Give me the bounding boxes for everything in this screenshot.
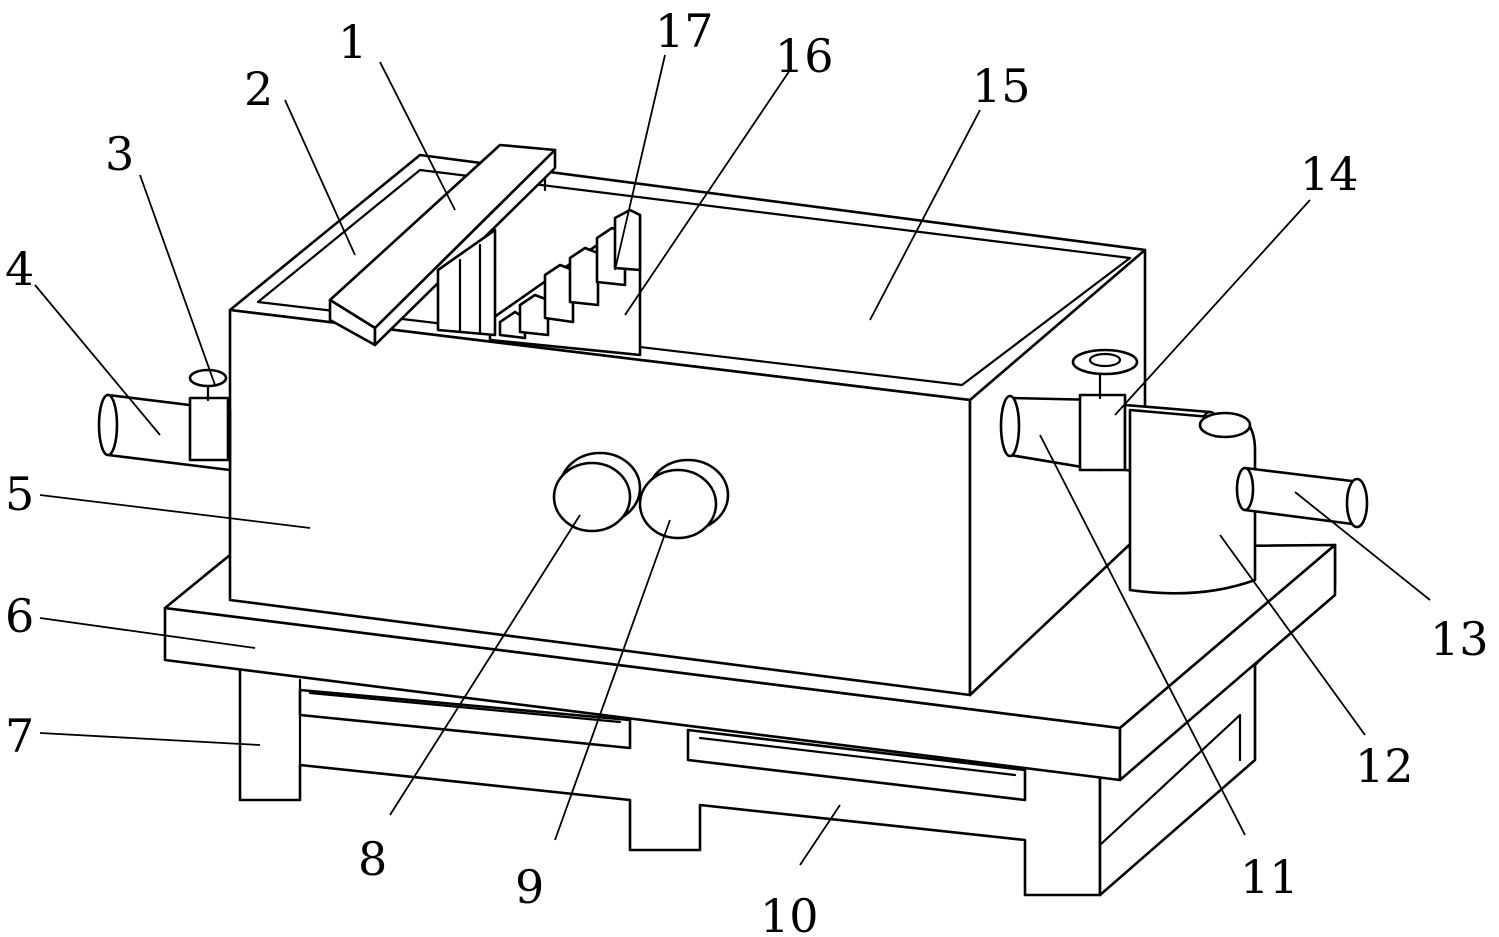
leader-lines xyxy=(34,54,1431,866)
left-outlet xyxy=(97,368,232,472)
label-3: 3 xyxy=(105,127,134,181)
cross-beam xyxy=(328,143,557,347)
label-7: 7 xyxy=(5,709,34,763)
label-6: 6 xyxy=(5,589,34,643)
label-17: 17 xyxy=(655,4,714,58)
label-4: 4 xyxy=(5,242,34,296)
label-12: 12 xyxy=(1355,739,1414,793)
reference-numerals: 1 2 3 4 5 6 7 8 9 10 11 12 13 14 15 16 1… xyxy=(5,4,1489,937)
right-assembly xyxy=(999,348,1369,595)
label-13: 13 xyxy=(1430,612,1489,666)
label-11: 11 xyxy=(1240,850,1299,904)
label-16: 16 xyxy=(775,29,834,83)
label-5: 5 xyxy=(5,467,34,521)
label-15: 15 xyxy=(972,59,1031,113)
label-9: 9 xyxy=(515,860,544,914)
filter-partition xyxy=(488,208,642,357)
label-1: 1 xyxy=(338,15,367,69)
label-14: 14 xyxy=(1300,147,1359,201)
control-buttons xyxy=(552,451,730,540)
label-10: 10 xyxy=(760,889,819,937)
label-8: 8 xyxy=(358,832,387,886)
label-2: 2 xyxy=(244,62,273,116)
